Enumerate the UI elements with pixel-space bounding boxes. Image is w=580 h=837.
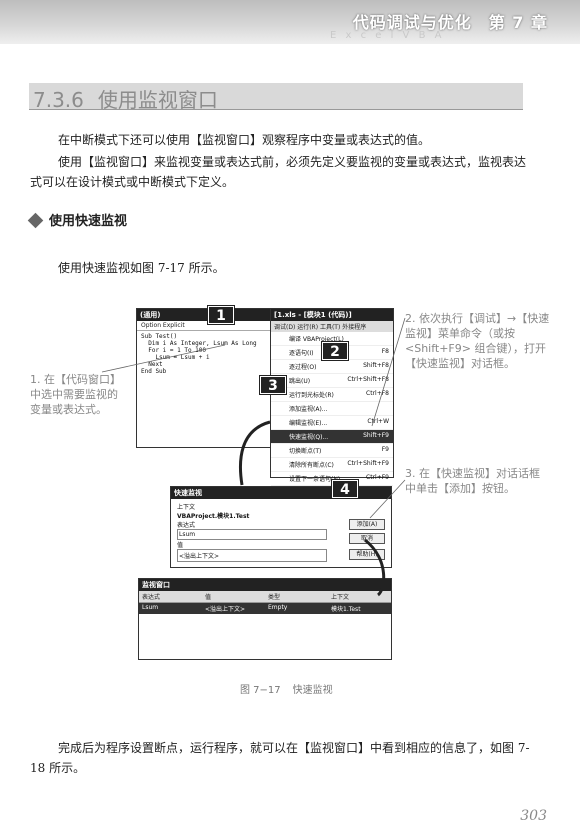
section-title: 使用监视窗口: [97, 88, 218, 112]
marker-2: 2: [321, 341, 349, 361]
watch-cell: 模块1.Test: [331, 606, 361, 613]
quick-watch-dialog: 快速监视 上下文 VBAProject.模块1.Test 表达式 Lsum 值 …: [170, 486, 392, 568]
menu-item[interactable]: 运行到光标处(R) Ctrl+F8: [271, 388, 393, 402]
caption-number: 图 7−17: [240, 685, 281, 696]
menu-item[interactable]: 添加监视(A)...: [271, 402, 393, 416]
menu-item-label: 清除所有断点(C): [289, 462, 334, 469]
menu-item-shortcut: Ctrl+F9: [366, 474, 389, 481]
menu-item-shortcut: Ctrl+Shift+F9: [347, 460, 389, 467]
menu-item[interactable]: 切换断点(T) F9: [271, 444, 393, 458]
caption-text: 快速监视: [292, 685, 333, 696]
context-value: VBAProject.模块1.Test: [177, 513, 250, 520]
watch-cell: Lsum: [142, 604, 159, 611]
watch-cell: Empty: [268, 604, 288, 611]
subsection-heading: 使用快速监视: [27, 210, 128, 229]
paragraph-3: 使用快速监视如图 7-17 所示。: [58, 261, 225, 275]
menu-item-label: 运行到光标处(R): [289, 392, 334, 399]
menu-item[interactable]: 快速监视(Q)... Shift+F9: [271, 430, 393, 444]
annotation-2: 2. 依次执行【调试】→【快速监视】菜单命令（或按 <Shift+F9> 组合键…: [405, 312, 550, 370]
subsection-title: 使用快速监视: [49, 214, 128, 229]
menu-item-label: 编辑监视(E)...: [289, 420, 328, 427]
menu-item-label: 逐过程(O): [289, 364, 317, 371]
menu-item[interactable]: 逐过程(O) Shift+F8: [271, 360, 393, 374]
annotation-1: 1. 在【代码窗口】中选中需要监视的变量或表达式。: [30, 373, 121, 416]
callout-line-3: [369, 479, 406, 519]
menu-item-shortcut: Shift+F8: [363, 362, 389, 369]
expression-label: 表达式: [177, 522, 196, 529]
page-header: E x c e l V B A 代码调试与优化 第 7 章: [0, 0, 580, 44]
help-button[interactable]: 帮助(H): [349, 549, 385, 560]
paragraph-4: 完成后为程序设置断点，运行程序，就可以在【监视窗口】中看到相应的信息了，如图 7…: [30, 741, 530, 775]
arrow-menu-to-dialog: [238, 420, 271, 486]
watch-row[interactable]: Lsum <溢出上下文> Empty 模块1.Test: [139, 603, 391, 614]
menu-item-label: 设置下一条语句(N): [289, 476, 341, 483]
annotation-3: 3. 在【快速监视】对话话框中单击【添加】按钮。: [405, 467, 540, 495]
code-window: (通用) Option Explicit Sub Test() Dim i As…: [136, 308, 272, 448]
arrow-dialog-to-watch: [364, 538, 386, 597]
menu-window-title: [1.xls - [模块1 (代码)]: [271, 309, 393, 321]
watch-column-header: 值: [205, 594, 212, 601]
marker-1: 1: [207, 305, 235, 325]
debug-menu-window: [1.xls - [模块1 (代码)] 调试(D) 运行(R) 工具(T) 外接…: [270, 308, 394, 500]
paragraph-1: 在中断模式下还可以使用【监视窗口】观察程序中变量或表达式的值。: [58, 133, 431, 147]
menu-item-label: 快速监视(Q)...: [289, 434, 329, 441]
figure-7-17: (通用) Option Explicit Sub Test() Dim i As…: [136, 305, 394, 660]
watch-column-header: 类型: [268, 594, 281, 601]
code-combo[interactable]: Option Explicit: [137, 321, 271, 331]
menu-item-shortcut: Ctrl+F8: [366, 390, 389, 397]
expression-field[interactable]: Lsum: [177, 529, 327, 540]
watch-window: 监视窗口 表达式 值 类型 上下文 Lsum <溢出上下文> Empty 模块1.Test: [138, 578, 392, 660]
header-ghost-text: E x c e l V B A: [330, 30, 445, 41]
section-number: 7.3.6: [33, 88, 84, 112]
menu-item[interactable]: 编辑监视(E)... Ctrl+W: [271, 416, 393, 430]
watch-cell: <溢出上下文>: [205, 606, 246, 613]
paragraph-2: 使用【监视窗口】来监视变量或表达式前，必须先定义要监视的变量或表达式，监视表达式…: [30, 155, 527, 189]
menu-item-shortcut: F9: [381, 446, 389, 453]
menu-item-shortcut: F8: [381, 348, 389, 355]
callout-line-1: [101, 344, 226, 373]
menu-item-label: 编译 VBAProject(L): [289, 336, 344, 343]
watch-window-title: 监视窗口: [139, 579, 391, 591]
marker-3: 3: [259, 375, 287, 395]
menu-item-shortcut: Ctrl+W: [367, 418, 389, 425]
watch-column-header: 表达式: [142, 594, 161, 601]
watch-columns: 表达式 值 类型 上下文: [139, 591, 391, 603]
watch-column-header: 上下文: [331, 594, 350, 601]
code-window-title: (通用): [137, 309, 271, 321]
menu-item-label: 跳出(U): [289, 378, 311, 385]
value-label: 值: [177, 542, 184, 549]
menu-item[interactable]: 跳出(U) Ctrl+Shift+F8: [271, 374, 393, 388]
section-heading: 7.3.6 使用监视窗口: [29, 83, 523, 112]
menu-item-label: 添加监视(A)...: [289, 406, 328, 413]
menu-bar[interactable]: 调试(D) 运行(R) 工具(T) 外接程序: [271, 321, 393, 332]
menu-item[interactable]: 清除所有断点(C) Ctrl+Shift+F9: [271, 458, 393, 472]
code-text[interactable]: Sub Test() Dim i As Integer, Lsum As Lon…: [141, 333, 257, 375]
menu-item-label: 逐语句(I): [289, 350, 314, 357]
menu-item-shortcut: Ctrl+Shift+F8: [347, 376, 389, 383]
callout-line-2: [371, 317, 406, 427]
add-button[interactable]: 添加(A): [349, 519, 385, 530]
menu-item-label: 切换断点(T): [289, 448, 322, 455]
marker-4: 4: [331, 479, 359, 499]
figure-caption: 图 7−17 快速监视: [240, 681, 333, 696]
context-label: 上下文: [177, 504, 196, 511]
chapter-title: 代码调试与优化 第 7 章: [352, 13, 548, 32]
value-field: <溢出上下文>: [177, 549, 327, 562]
page-number: 303: [520, 808, 547, 824]
menu-item-shortcut: Shift+F9: [363, 432, 389, 439]
